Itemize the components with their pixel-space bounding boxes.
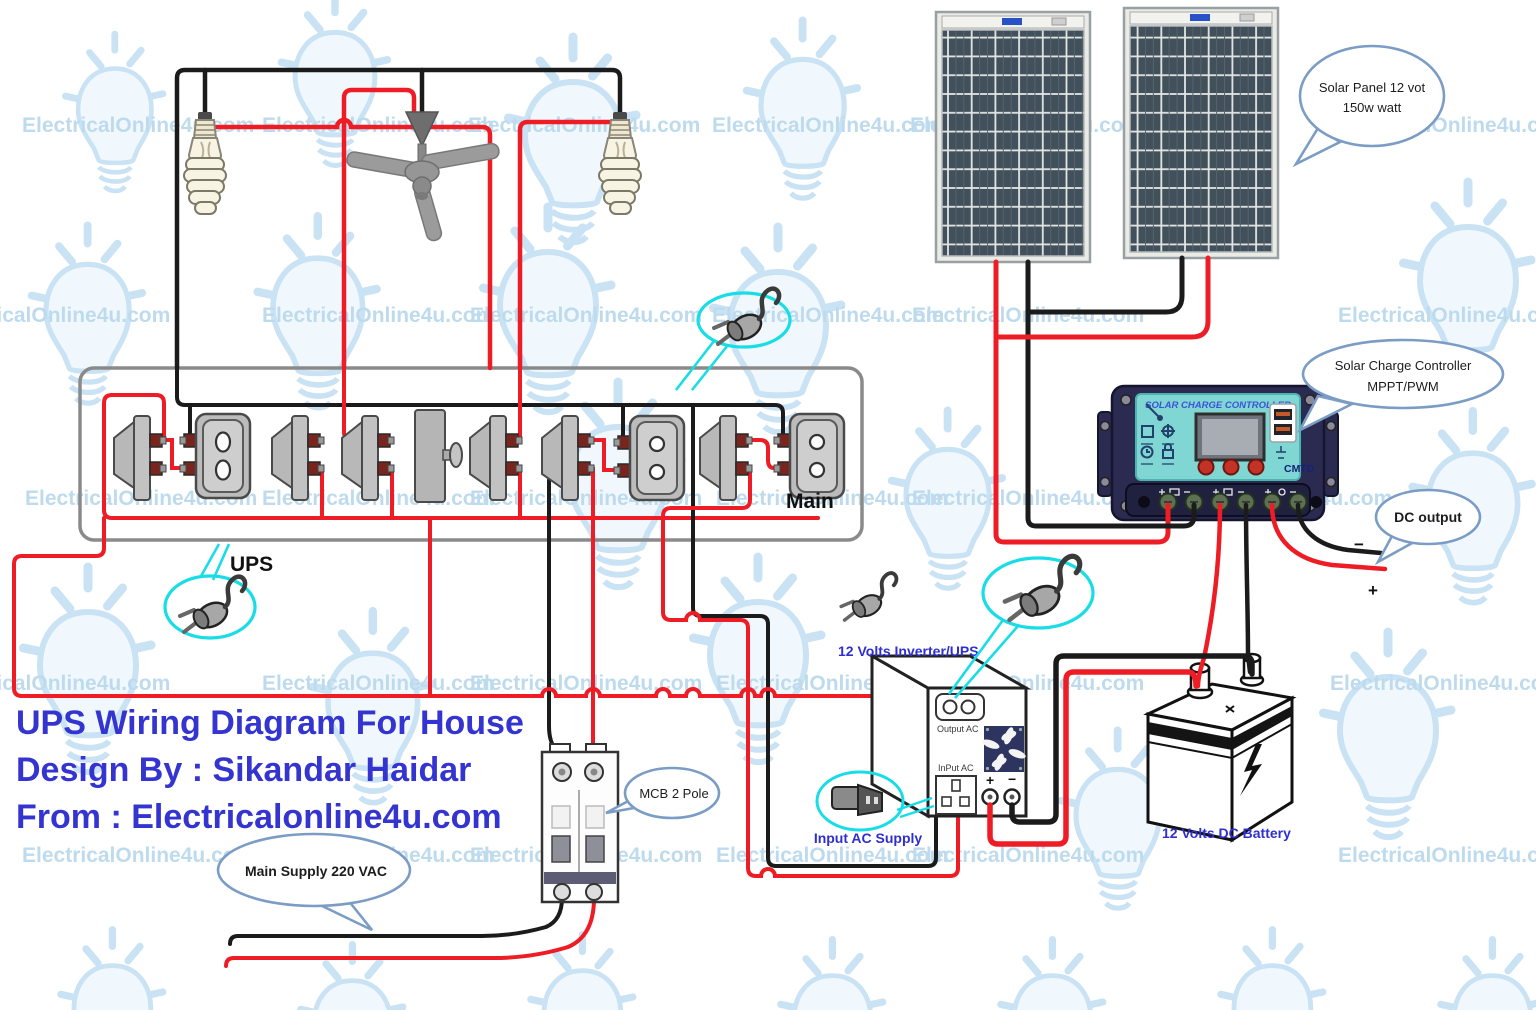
wires-lighting-circuit (174, 67, 623, 371)
controller-button (1222, 458, 1240, 476)
watermark-text: ElectricalOnline4u.com (470, 304, 702, 327)
watermark-text: ElectricalOnline4u.com (1338, 844, 1536, 867)
controller-button (1247, 458, 1265, 476)
dc-minus-label: − (1354, 535, 1364, 554)
board-components: Main (113, 409, 846, 513)
controller-terminals (1138, 492, 1322, 512)
watermark-text: ElectricalOnline4u.com (1338, 304, 1536, 327)
title-line-2: Design By : Sikandar Haidar (16, 751, 471, 789)
ac-plug-icon (180, 577, 245, 633)
output-ac-label: Output AC (937, 724, 979, 734)
iec-connector-icon (831, 783, 883, 817)
mcb-bubble: MCB 2 Pole (639, 786, 708, 801)
solar-bubble-line2: 150w watt (1343, 100, 1402, 115)
dc-plus-label: + (1368, 581, 1378, 600)
watermark-text: ElectricalOnline4u.com (716, 844, 948, 867)
input-ac-label: InPut AC (938, 763, 974, 773)
ups-label: UPS (230, 553, 273, 576)
charge-controller: SOLAR CHARGE CONTROLLER CMTD (1097, 384, 1339, 522)
inverter-plus-label: + (986, 772, 994, 788)
watermark-text: ElectricalOnline4u.com (468, 114, 700, 137)
dc-battery (1143, 652, 1297, 843)
watermark-text: ElectricalOnline4u.com (712, 304, 944, 327)
title-line-1: UPS Wiring Diagram For House (16, 704, 524, 742)
controller-usb-ports (1269, 403, 1297, 459)
mcb-2pole (540, 743, 620, 904)
input-ac-supply-label: Input AC Supply (814, 830, 923, 846)
ac-plug-icon (1005, 556, 1080, 620)
battery-label: 12 Volts DC Battery (1162, 825, 1291, 841)
controller-model: CMTD (1284, 463, 1315, 475)
watermark-text: ElectricalOnline4u.com (22, 844, 254, 867)
switch-board (78, 366, 864, 542)
wires-ac-distribution (12, 403, 960, 968)
watermark-text: ElectricalOnline4u.com (470, 672, 702, 695)
plug-callouts: UPS Input AC Supply (163, 289, 1095, 846)
controller-icons (1140, 403, 1175, 465)
watermark-text: ElectricalOnline4u.com (262, 672, 494, 695)
watermark-text: ElectricalOnline4u.com (0, 672, 170, 695)
watermark-text: ElectricalOnline4u.com (912, 844, 1144, 867)
inverter-minus-label: − (1008, 771, 1016, 787)
solar-panel-2 (1122, 6, 1280, 260)
wires-dc (987, 255, 1388, 847)
watermark-text: ElectricalOnline4u.com (262, 304, 494, 327)
title-block: UPS Wiring Diagram For House Design By :… (16, 704, 524, 836)
solar-panel-1 (934, 10, 1092, 264)
title-line-3: From : Electricalonline4u.com (16, 798, 502, 836)
inverter-label: 12 Volts Inverter/UPS (838, 643, 979, 659)
fan-dimmer (414, 409, 463, 503)
main-socket-label: Main (786, 490, 834, 513)
watermark-text: ElectricalOnline4u.com (1330, 672, 1536, 695)
controller-bubble-line2: MPPT/PWM (1367, 379, 1439, 394)
inverter-fan-icon (982, 726, 1026, 772)
ac-plug-icon (839, 571, 899, 623)
controller-button (1197, 458, 1215, 476)
ceiling-loads (183, 111, 642, 242)
watermark-text: ElectricalOnline4u.com (712, 114, 944, 137)
watermark-text: ElectricalOnline4u.com (0, 304, 170, 327)
main-supply-bubble: Main Supply 220 VAC (245, 863, 387, 879)
ceiling-fan-icon (346, 111, 500, 242)
controller-heading: SOLAR CHARGE CONTROLLER (1145, 400, 1291, 411)
dc-output-bubble: DC output (1394, 509, 1462, 525)
solar-bubble-line1: Solar Panel 12 vot (1319, 80, 1426, 95)
controller-bubble-line1: Solar Charge Controller (1335, 358, 1472, 373)
inverter-ups: Output AC InPut AC + − (866, 653, 1032, 819)
speech-bubbles: Solar Panel 12 vot 150w watt Solar Charg… (216, 44, 1505, 932)
